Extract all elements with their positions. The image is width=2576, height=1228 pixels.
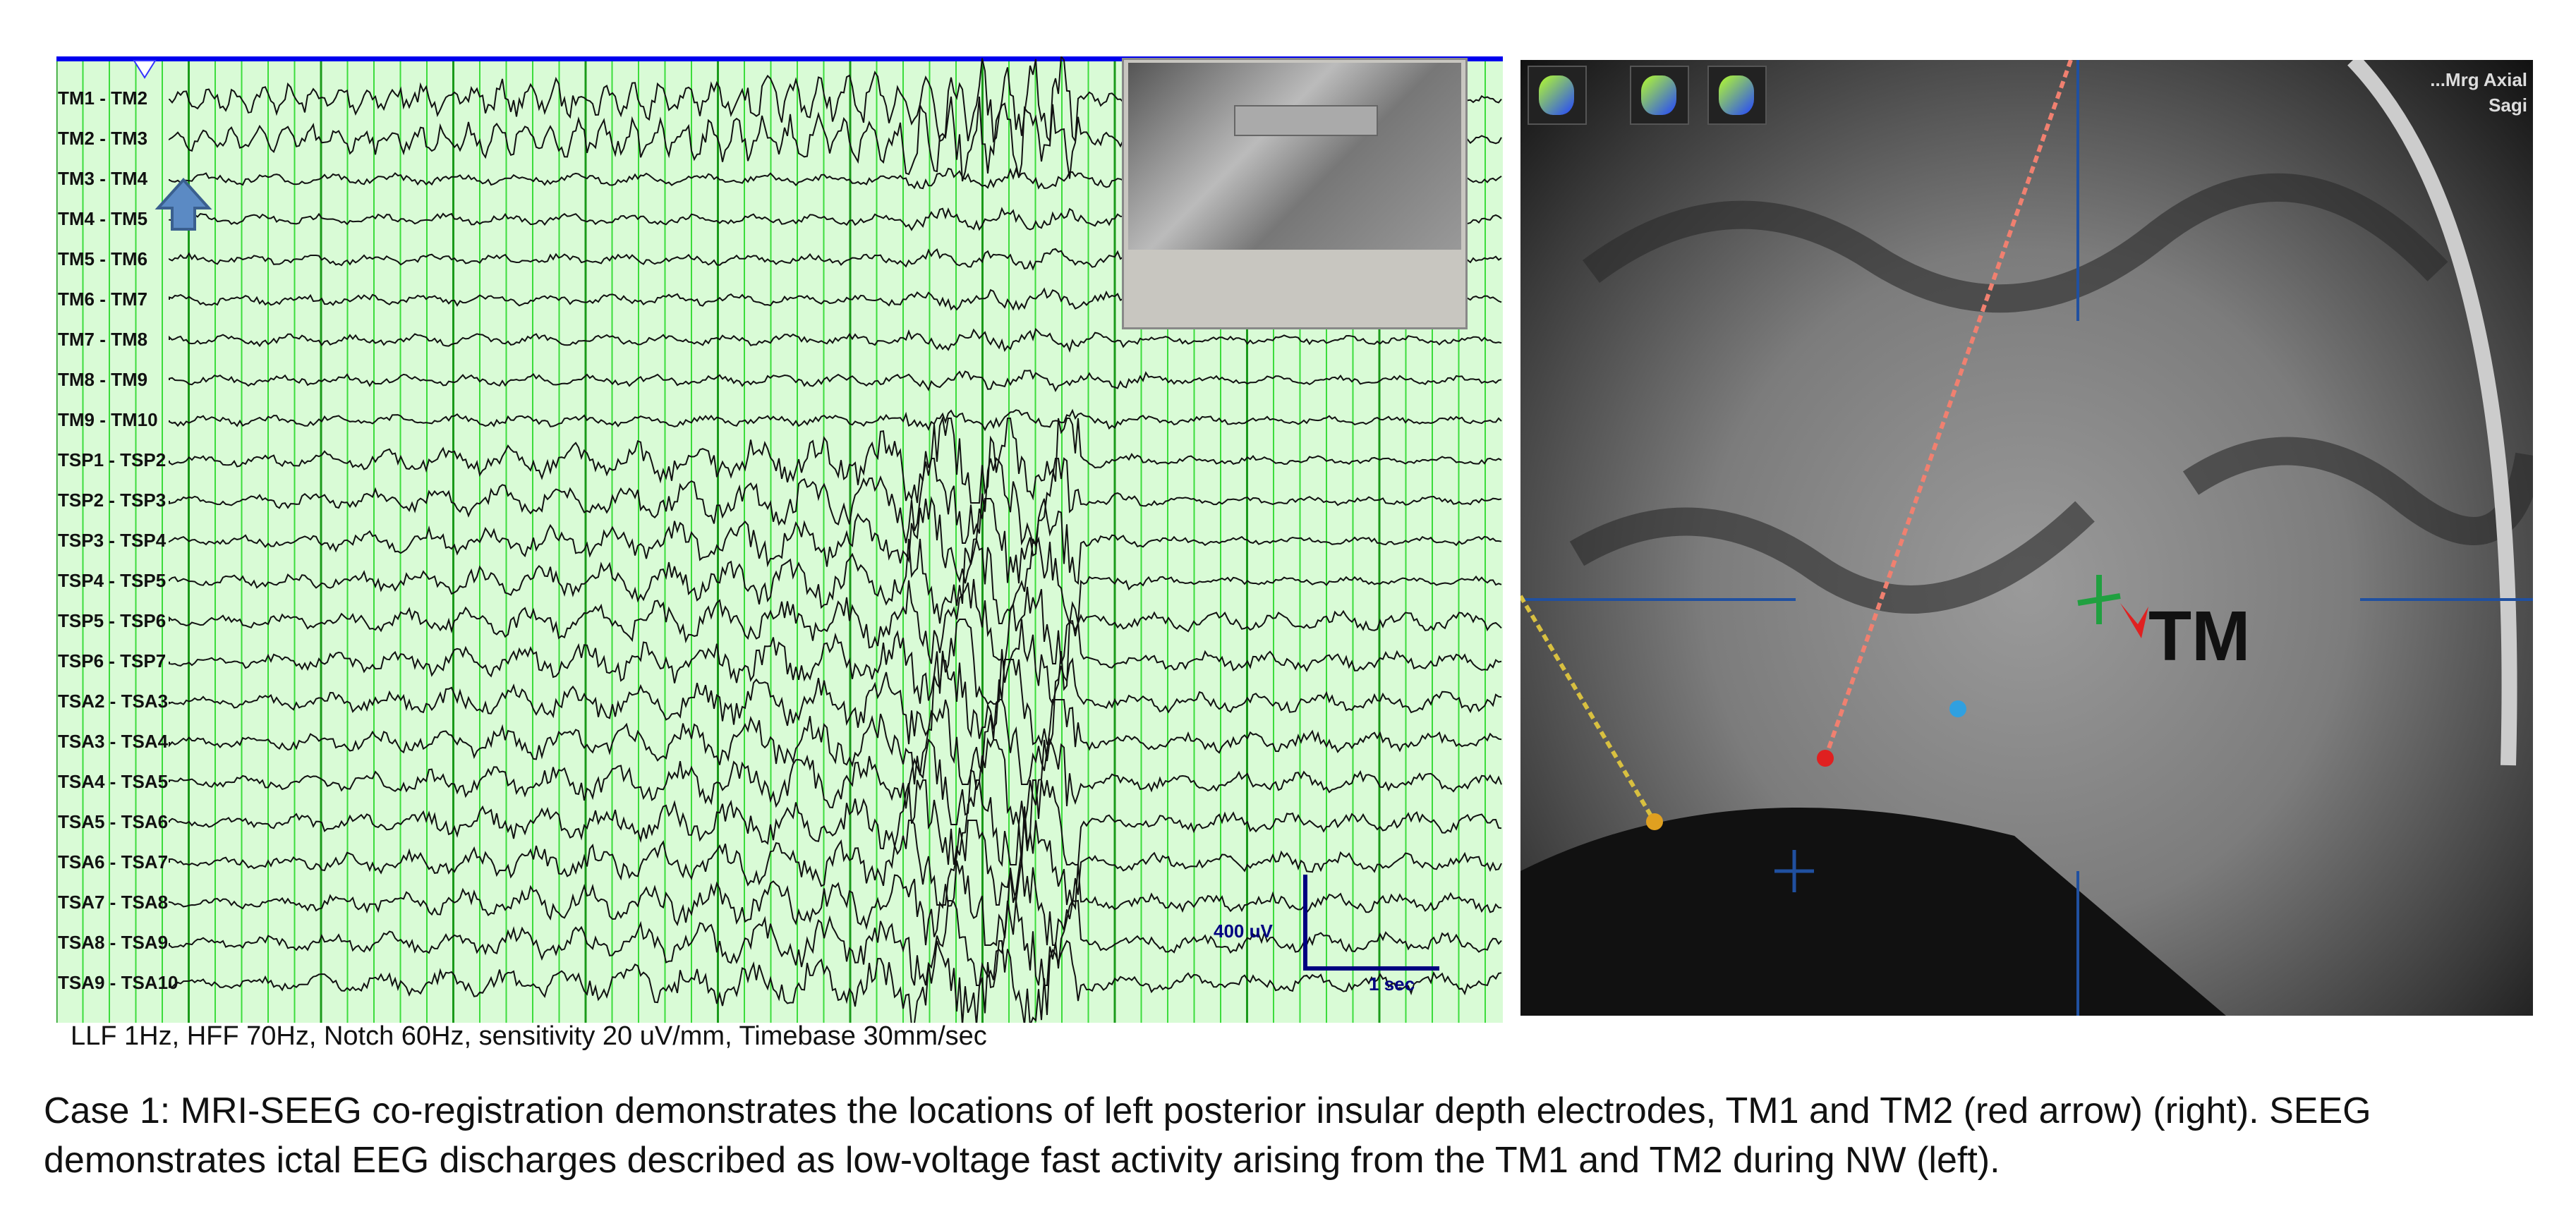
seizure-onset-marker — [133, 60, 157, 79]
video-inset — [1122, 58, 1468, 329]
eeg-trace — [169, 408, 1502, 432]
rotate-icon — [1641, 75, 1676, 115]
skull-edge — [2347, 60, 2517, 766]
voltage-scale-label: 400 uV — [1214, 920, 1273, 942]
eeg-trace — [169, 779, 1502, 867]
eeg-trace — [169, 536, 1502, 624]
crosshair-icon — [1774, 850, 1814, 892]
zoom-tool-button[interactable] — [1528, 66, 1587, 125]
electrode-tip — [1646, 813, 1663, 830]
eeg-trace — [169, 327, 1502, 353]
eeg-trace — [169, 496, 1502, 585]
channel-label: TSP3 - TSP4 — [58, 530, 167, 551]
electrode-trajectory — [1520, 595, 1657, 823]
onset-arrow-icon — [155, 178, 212, 231]
orientation-line: ...Mrg Axial — [2430, 69, 2527, 90]
channel-label: TSP2 - TSP3 — [58, 490, 167, 511]
channel-label: TSP1 - TSP2 — [58, 449, 167, 470]
channel-label: TSA3 - TSA4 — [58, 731, 169, 752]
top-time-bar — [56, 56, 1503, 61]
zoom-icon — [1539, 75, 1574, 115]
caption-line: demonstrates ictal EEG discharges descri… — [44, 1140, 2000, 1181]
electrode-tip — [1817, 750, 1834, 767]
figure-caption: Case 1: MRI-SEEG co-registration demonst… — [44, 1086, 2556, 1185]
eeg-trace — [169, 415, 1502, 504]
eeg-trace — [169, 657, 1502, 747]
channel-label: TSA5 - TSA6 — [58, 811, 169, 832]
time-scale-label: 1 sec — [1369, 973, 1415, 995]
eeg-trace — [169, 370, 1502, 393]
channel-label: TSA6 - TSA7 — [58, 851, 169, 873]
channel-label: TM8 - TM9 — [58, 369, 148, 390]
scale-bar — [1303, 875, 1439, 971]
orientation-label: ...Mrg Axial Sagi — [2430, 67, 2527, 118]
channel-label: TSA4 - TSA5 — [58, 771, 169, 792]
channel-label: TSA8 - TSA9 — [58, 932, 169, 953]
patient-video-frame — [1128, 63, 1461, 250]
tm-electrode-trajectory — [1823, 60, 2073, 759]
electrode-marker — [1949, 700, 1966, 717]
mri-panel: ...Mrg Axial Sagi TM — [1520, 60, 2533, 1016]
eeg-trace — [169, 820, 1502, 906]
sulcus — [2182, 437, 2533, 545]
channel-label: TM4 - TM5 — [58, 208, 148, 229]
green-marker-icon — [2077, 575, 2121, 624]
eeg-trace — [169, 737, 1502, 825]
eeg-trace — [169, 940, 1502, 1023]
eeg-trace — [169, 578, 1502, 667]
mri-overlay — [1520, 60, 2533, 1016]
channel-label: TM3 - TM4 — [58, 168, 148, 189]
orientation-line: Sagi — [2489, 95, 2527, 116]
channel-label: TM6 - TM7 — [58, 288, 148, 310]
eeg-trace — [169, 619, 1502, 706]
rotate-tool-button[interactable] — [1630, 66, 1689, 125]
face-redaction-bar — [1234, 105, 1378, 136]
eeg-trace — [169, 860, 1502, 947]
eeg-trace — [169, 899, 1502, 986]
channel-label: TSA2 - TSA3 — [58, 691, 169, 712]
pan-tool-button[interactable] — [1707, 66, 1767, 125]
channel-label: TM7 - TM8 — [58, 329, 148, 350]
caption-line: Case 1: MRI-SEEG co-registration demonst… — [44, 1090, 2371, 1131]
recording-settings: LLF 1Hz, HFF 70Hz, Notch 60Hz, sensitivi… — [71, 1021, 987, 1051]
tm-label: TM — [2148, 597, 2251, 676]
sulcus — [1569, 501, 2095, 614]
channel-label: TSP6 - TSP7 — [58, 650, 167, 671]
channel-label: TM9 - TM10 — [58, 409, 158, 430]
channel-label: TSP5 - TSP6 — [58, 610, 167, 631]
channel-label: TM2 - TM3 — [58, 128, 148, 149]
channel-label: TM1 - TM2 — [58, 87, 148, 109]
channel-label: TSA9 - TSA10 — [58, 972, 179, 993]
dark-region — [1520, 808, 2226, 1016]
channel-label: TSA7 - TSA8 — [58, 892, 169, 913]
red-arrow-icon — [2120, 603, 2148, 638]
sulcus — [1583, 173, 2448, 313]
channel-label: TM5 - TM6 — [58, 248, 148, 269]
channel-label: TSP4 - TSP5 — [58, 570, 167, 591]
eeg-trace — [169, 457, 1502, 546]
eeg-trace — [169, 699, 1502, 785]
pan-icon — [1719, 75, 1754, 115]
